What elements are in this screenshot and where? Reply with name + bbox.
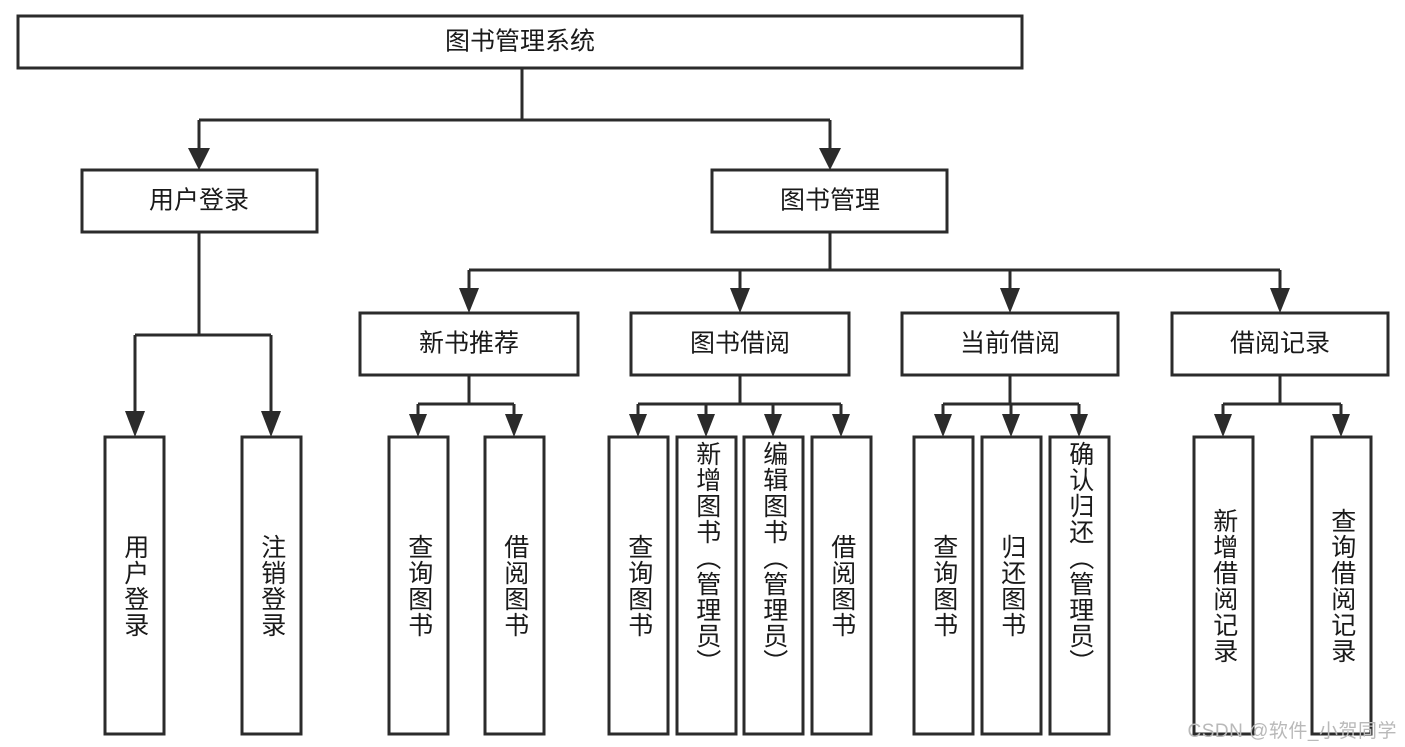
node-label-book-borrow: 图书借阅 bbox=[690, 330, 790, 358]
arrow-head-leaf-query-borrow-record bbox=[1332, 414, 1350, 437]
node-box-leaf-query-borrow-record[interactable] bbox=[1310, 435, 1373, 736]
arrow-head-leaf-add-borrow-record bbox=[1214, 414, 1232, 437]
arrow-head-current-borrow bbox=[1000, 288, 1020, 313]
arrow-head-new-book-recommend bbox=[459, 288, 479, 313]
arrow-head-leaf-query-book-current bbox=[934, 414, 952, 437]
node-box-leaf-query-book-current[interactable] bbox=[912, 435, 975, 736]
node-new-book-recommend[interactable]: 新书推荐 bbox=[358, 311, 580, 377]
node-label-new-book-recommend: 新书推荐 bbox=[419, 330, 519, 358]
node-box-leaf-borrow-book-recommend[interactable] bbox=[483, 435, 546, 736]
node-label-current-borrow: 当前借阅 bbox=[960, 330, 1060, 358]
node-box-leaf-logout-login[interactable] bbox=[240, 435, 303, 736]
node-borrow-record[interactable]: 借阅记录 bbox=[1170, 311, 1390, 377]
arrow-head-leaf-query-book-borrow bbox=[629, 414, 647, 437]
arrow-head-leaf-return-book bbox=[1002, 414, 1020, 437]
connector-new-book-recommend-to-leaves bbox=[409, 375, 523, 437]
node-box-book-management[interactable] bbox=[710, 168, 949, 234]
node-box-root[interactable] bbox=[16, 14, 1024, 70]
arrow-head-leaf-confirm-return-admin bbox=[1070, 414, 1088, 437]
node-box-leaf-add-book-admin[interactable] bbox=[675, 435, 738, 736]
node-box-current-borrow[interactable] bbox=[900, 311, 1120, 377]
connector-current-borrow-to-leaves bbox=[934, 375, 1088, 437]
connector-root-to-level2 bbox=[188, 68, 841, 170]
arrow-head-book-borrow bbox=[730, 288, 750, 313]
arrow-head-user-login bbox=[188, 148, 210, 170]
arrow-head-leaf-borrow-book-recommend bbox=[505, 414, 523, 437]
connector-borrow-record-to-leaves bbox=[1214, 375, 1350, 437]
node-user-login[interactable]: 用户登录 bbox=[80, 168, 319, 234]
node-box-leaf-query-book-borrow[interactable] bbox=[607, 435, 670, 736]
node-box-leaf-confirm-return-admin[interactable] bbox=[1048, 435, 1111, 736]
node-box-leaf-user-login[interactable] bbox=[103, 435, 166, 736]
connector-book-management-to-level3 bbox=[459, 232, 1290, 313]
node-box-user-login[interactable] bbox=[80, 168, 319, 234]
arrow-head-leaf-add-book-admin bbox=[697, 414, 715, 437]
node-current-borrow[interactable]: 当前借阅 bbox=[900, 311, 1120, 377]
node-book-management[interactable]: 图书管理 bbox=[710, 168, 949, 234]
node-book-borrow[interactable]: 图书借阅 bbox=[629, 311, 851, 377]
node-book-management-system[interactable]: 图书管理系统 bbox=[16, 14, 1024, 70]
arrow-head-book-management bbox=[819, 148, 841, 170]
node-box-leaf-add-borrow-record[interactable] bbox=[1192, 435, 1255, 736]
arrow-head-leaf-logout-login bbox=[261, 411, 281, 437]
arrow-head-borrow-record bbox=[1270, 288, 1290, 313]
connector-user-login-to-leaves bbox=[125, 232, 281, 437]
arrow-head-leaf-edit-book-admin bbox=[764, 414, 782, 437]
connector-book-borrow-to-leaves bbox=[629, 375, 850, 437]
node-box-book-borrow[interactable] bbox=[629, 311, 851, 377]
arrow-head-leaf-query-book-recommend bbox=[409, 414, 427, 437]
arrow-head-leaf-user-login bbox=[125, 411, 145, 437]
node-label-book-management: 图书管理 bbox=[780, 187, 880, 215]
arrow-head-leaf-borrow-book bbox=[832, 414, 850, 437]
node-box-leaf-edit-book-admin[interactable] bbox=[742, 435, 805, 736]
node-box-leaf-borrow-book[interactable] bbox=[810, 435, 873, 736]
leaf-boxes bbox=[103, 435, 1373, 736]
node-box-borrow-record[interactable] bbox=[1170, 311, 1390, 377]
node-box-leaf-query-book-recommend[interactable] bbox=[387, 435, 450, 736]
node-label-root: 图书管理系统 bbox=[445, 28, 595, 56]
node-label-user-login: 用户登录 bbox=[149, 187, 249, 215]
node-box-new-book-recommend[interactable] bbox=[358, 311, 580, 377]
node-box-leaf-return-book[interactable] bbox=[980, 435, 1043, 736]
node-label-borrow-record: 借阅记录 bbox=[1230, 330, 1330, 358]
